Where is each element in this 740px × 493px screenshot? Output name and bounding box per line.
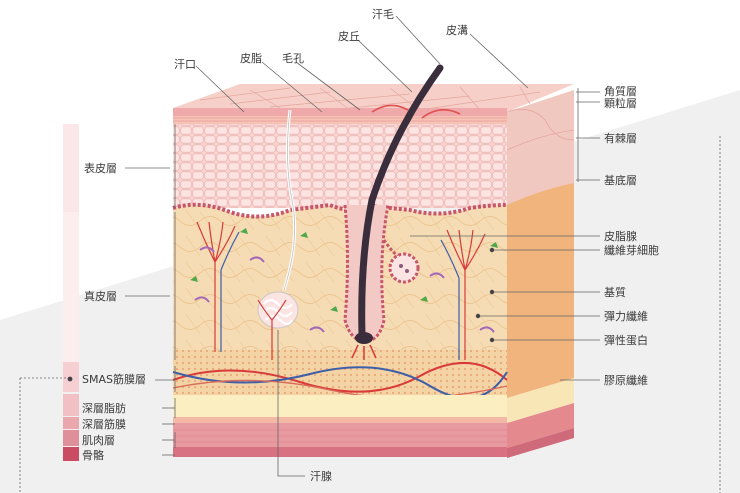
label-elastic-fiber: 彈力纖維	[604, 309, 648, 323]
label-stratum-corneum: 角質層	[604, 84, 637, 98]
deep-fascia-layer	[173, 417, 507, 423]
label-epidermis: 表皮層	[84, 161, 117, 175]
deep-fat-layer	[173, 395, 507, 417]
sebaceous-gland	[382, 239, 420, 284]
smas-layer	[173, 350, 507, 395]
label-skin-groove: 皮溝	[446, 24, 468, 37]
label-sebum: 皮脂	[240, 51, 262, 65]
label-sweat-hair: 汗毛	[372, 8, 394, 21]
label-collagen-fiber: 膠原纖維	[604, 373, 648, 387]
right-leaders	[410, 88, 721, 493]
label-bone: 骨骼	[82, 448, 104, 462]
label-deep-fascia: 深層筋膜	[82, 417, 126, 431]
label-muscle: 肌肉層	[82, 434, 115, 447]
capillary-loops	[196, 221, 486, 360]
label-deep-fat: 深層脂肪	[82, 401, 126, 415]
muscle-layer	[173, 423, 507, 447]
label-sweat-gland: 汗腺	[310, 469, 332, 483]
block-side-face	[506, 90, 575, 458]
label-sebaceous-gland: 皮脂腺	[604, 229, 637, 243]
surface-grooves	[199, 86, 541, 112]
label-elastin: 彈性蛋白	[604, 333, 648, 347]
label-fibroblast: 纖維芽細胞	[604, 243, 659, 257]
top-leaders	[195, 15, 529, 113]
left-leaders	[19, 124, 305, 493]
epidermis-layer	[173, 108, 507, 208]
sweat-gland	[257, 109, 299, 329]
dermis-layer	[173, 204, 507, 360]
label-granular-layer: 顆粒層	[604, 96, 637, 110]
bone-layer	[173, 447, 507, 457]
label-matrix: 基質	[604, 285, 626, 299]
label-sweat-pore: 汗口	[174, 58, 196, 71]
hair-follicle	[343, 64, 444, 360]
label-spinous-layer: 有棘層	[604, 131, 637, 145]
label-basal-layer: 基底層	[604, 173, 637, 187]
skin-surface	[173, 84, 574, 112]
dermal-cells	[190, 228, 498, 333]
labels: 汗毛 皮丘 皮溝 汗口 皮脂 毛孔 角質層 顆粒層 有棘層 基底層 皮脂腺 纖維…	[82, 8, 659, 483]
surface-arrows	[371, 104, 461, 119]
label-dermis: 真皮層	[84, 289, 117, 303]
label-hair-pore: 毛孔	[282, 52, 304, 65]
depth-scale-bar	[63, 124, 79, 461]
label-skin-ridge: 皮丘	[338, 30, 360, 43]
label-smas: SMAS筋膜層	[82, 372, 146, 386]
